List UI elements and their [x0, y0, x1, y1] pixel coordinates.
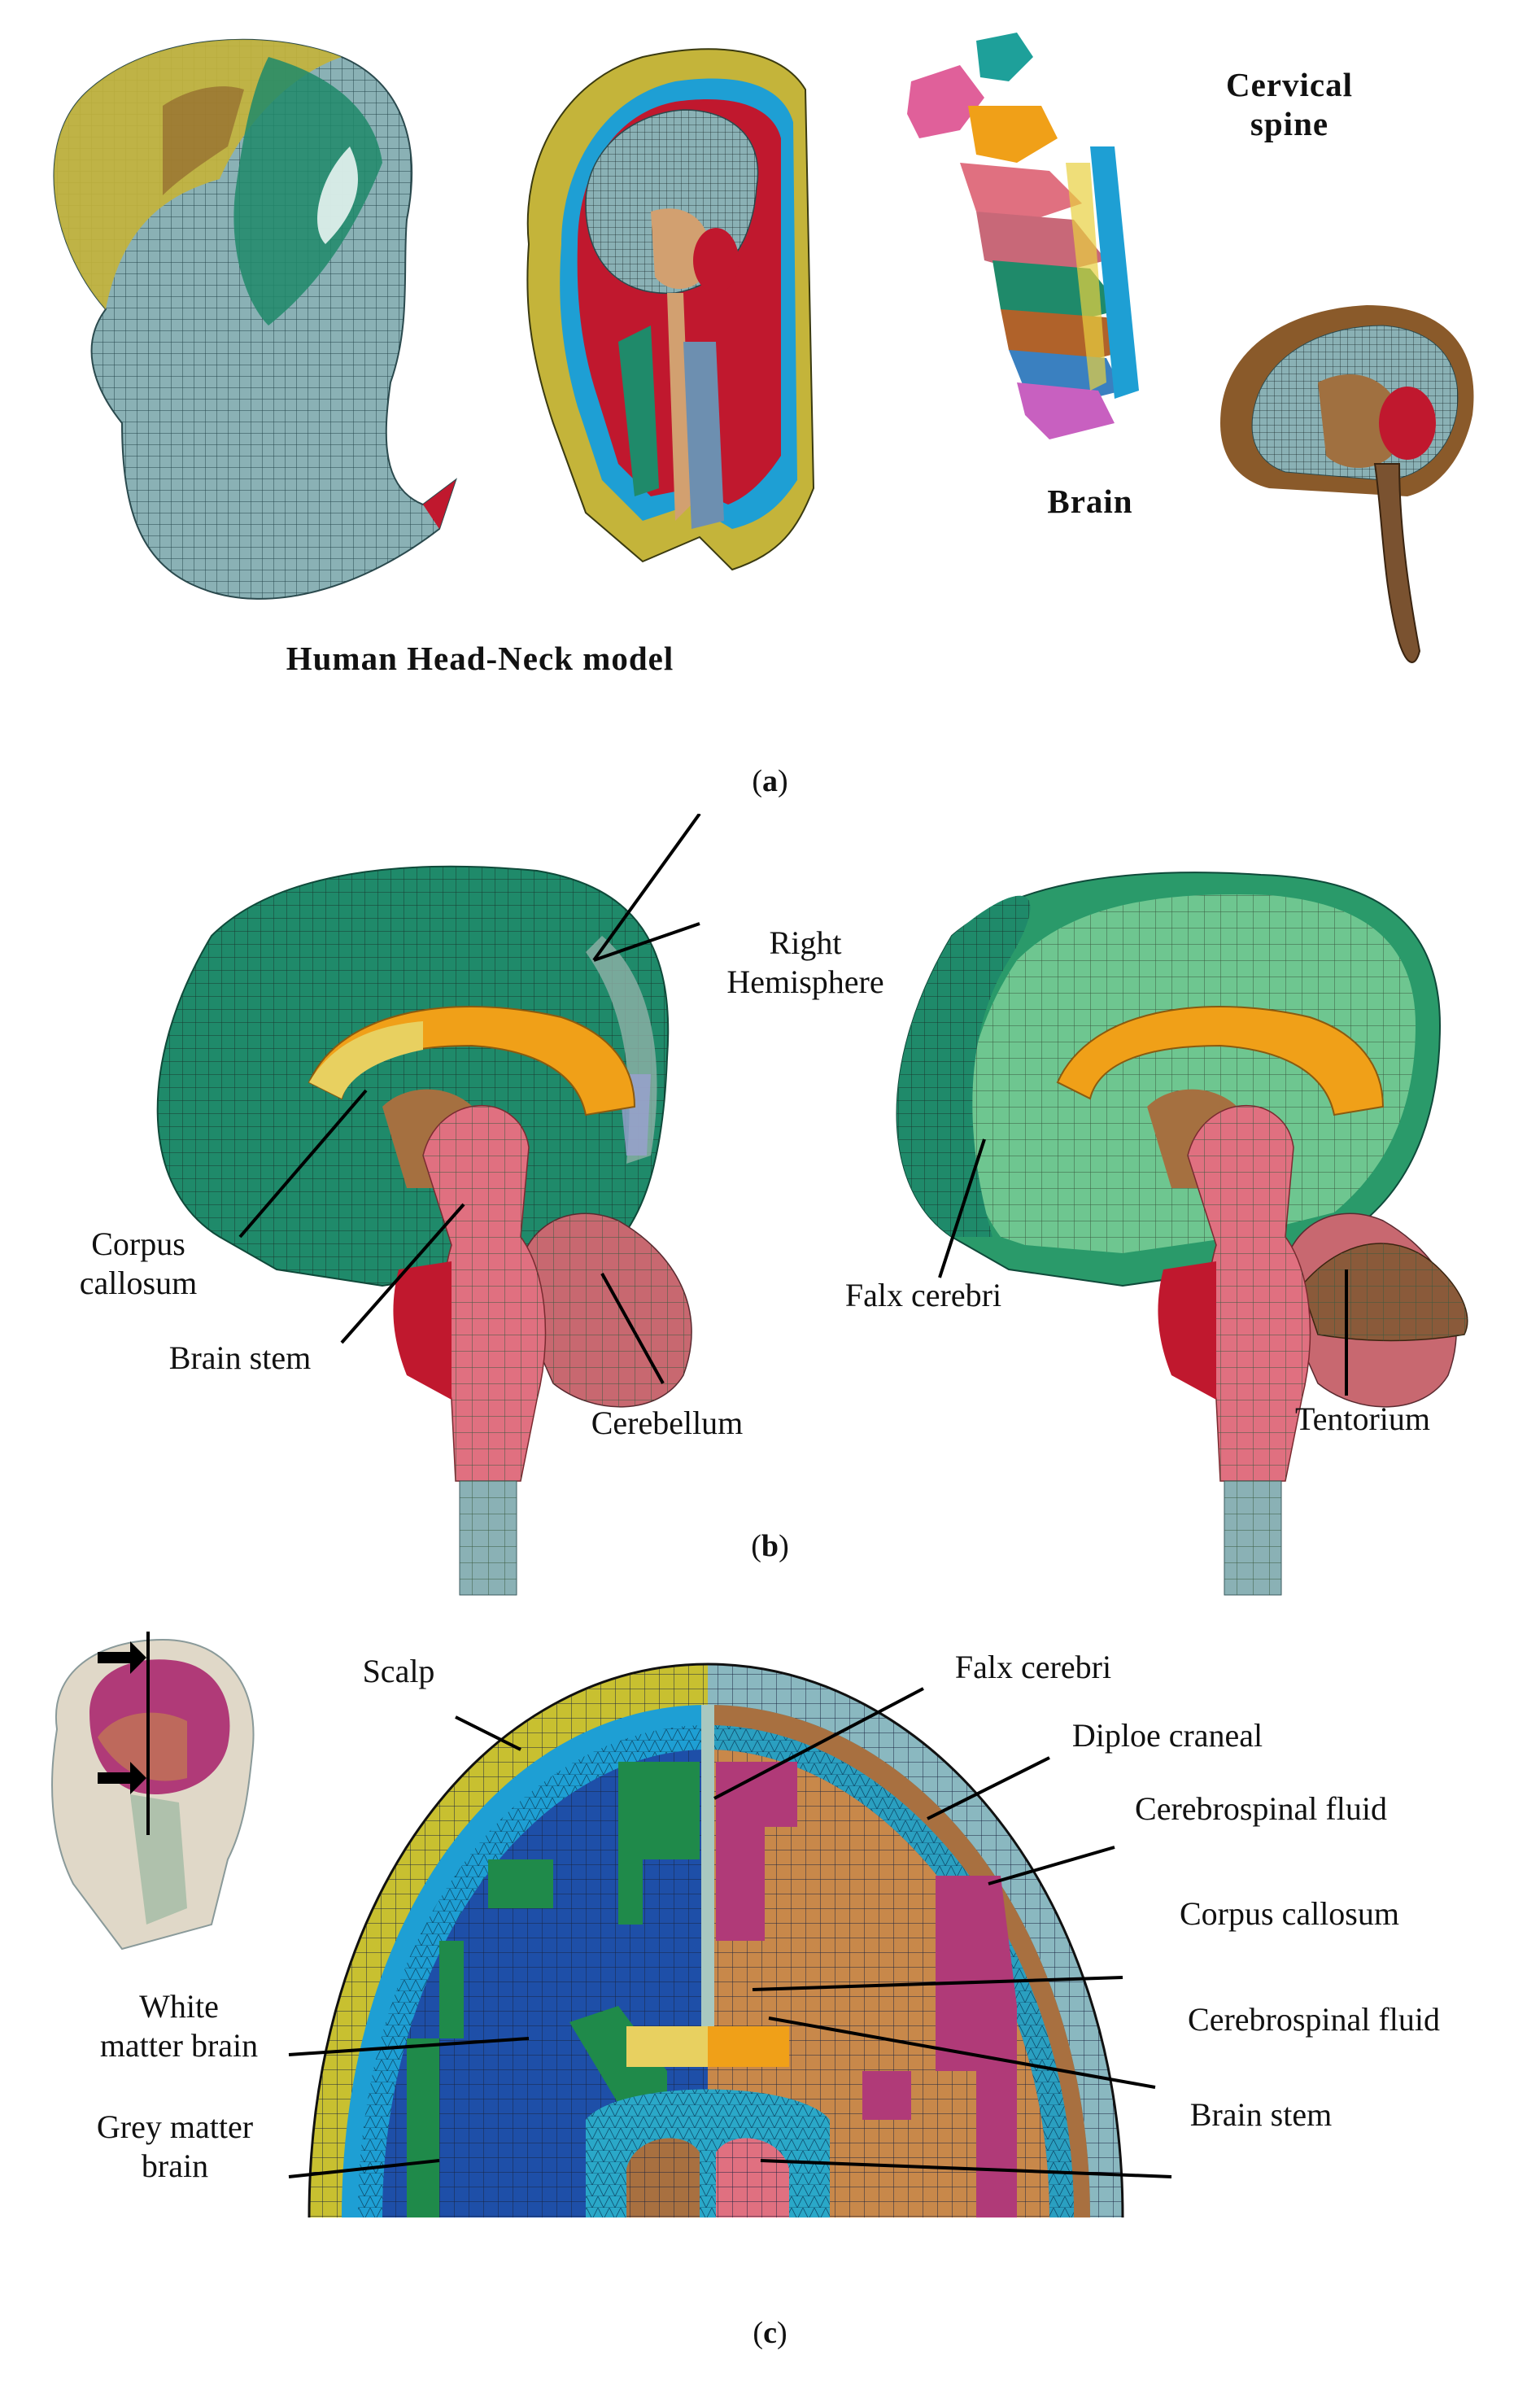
caption-b: (b): [751, 1529, 789, 1563]
brain-right-view: [896, 872, 1468, 1596]
brain-structures-figure: [156, 814, 1468, 1596]
leader-lines-b: [238, 814, 1348, 1396]
caption-a: (a): [752, 764, 788, 798]
panel-b: Right Hemisphere Corpus callosum Brain s…: [0, 814, 1540, 1615]
label-cerebellum: Cerebellum: [591, 1405, 744, 1441]
label-cerebrospinal-fluid-2: Cerebrospinal fluid: [1188, 2001, 1440, 2038]
inset-head-illustration: [51, 1632, 255, 1951]
coronal-section-figure: [51, 1632, 1172, 2217]
label-white-matter-brain: White matter brain: [99, 1988, 259, 2064]
label-brain-stem-c: Brain stem: [1189, 2096, 1333, 2133]
label-cerebrospinal-fluid-1: Cerebrospinal fluid: [1135, 1790, 1387, 1827]
label-brain-stem: Brain stem: [168, 1339, 312, 1376]
label-grey-matter-brain: Grey matter brain: [96, 2108, 254, 2184]
label-falx-cerebri-c: Falx cerebri: [954, 1649, 1112, 1685]
label-human-head-neck-model: Human Head-Neck model: [286, 640, 674, 677]
sectioned-head-model: [526, 48, 815, 571]
label-tentorium: Tentorium: [1294, 1400, 1431, 1437]
label-cervical-spine: Cervical spine: [1226, 66, 1353, 142]
coronal-dome: [308, 1663, 1124, 2217]
label-corpus-callosum-c: Corpus callosum: [1180, 1895, 1399, 1932]
label-brain: Brain: [1047, 483, 1133, 520]
label-right-hemisphere: Right Hemisphere: [726, 924, 884, 1000]
label-diploe-craneal: Diploe craneal: [1071, 1717, 1263, 1754]
label-scalp: Scalp: [362, 1653, 435, 1689]
head-neck-model-figure: [53, 33, 1474, 663]
label-falx-cerebri: Falx cerebri: [844, 1277, 1002, 1313]
panel-c: Scalp Falx cerebri Diploe craneal Cerebr…: [0, 1615, 1540, 2390]
caption-c: (c): [753, 2316, 787, 2350]
label-corpus-callosum: Corpus callosum: [79, 1226, 198, 1301]
panel-a: Cervical spine Brain Human Head-Neck mod…: [0, 0, 1540, 814]
brain-left-view: [156, 865, 692, 1596]
cervical-spine-model: [907, 33, 1139, 439]
leader-lines-c: [288, 1687, 1172, 2178]
brain-model: [1220, 305, 1474, 663]
external-head-model: [53, 38, 457, 600]
